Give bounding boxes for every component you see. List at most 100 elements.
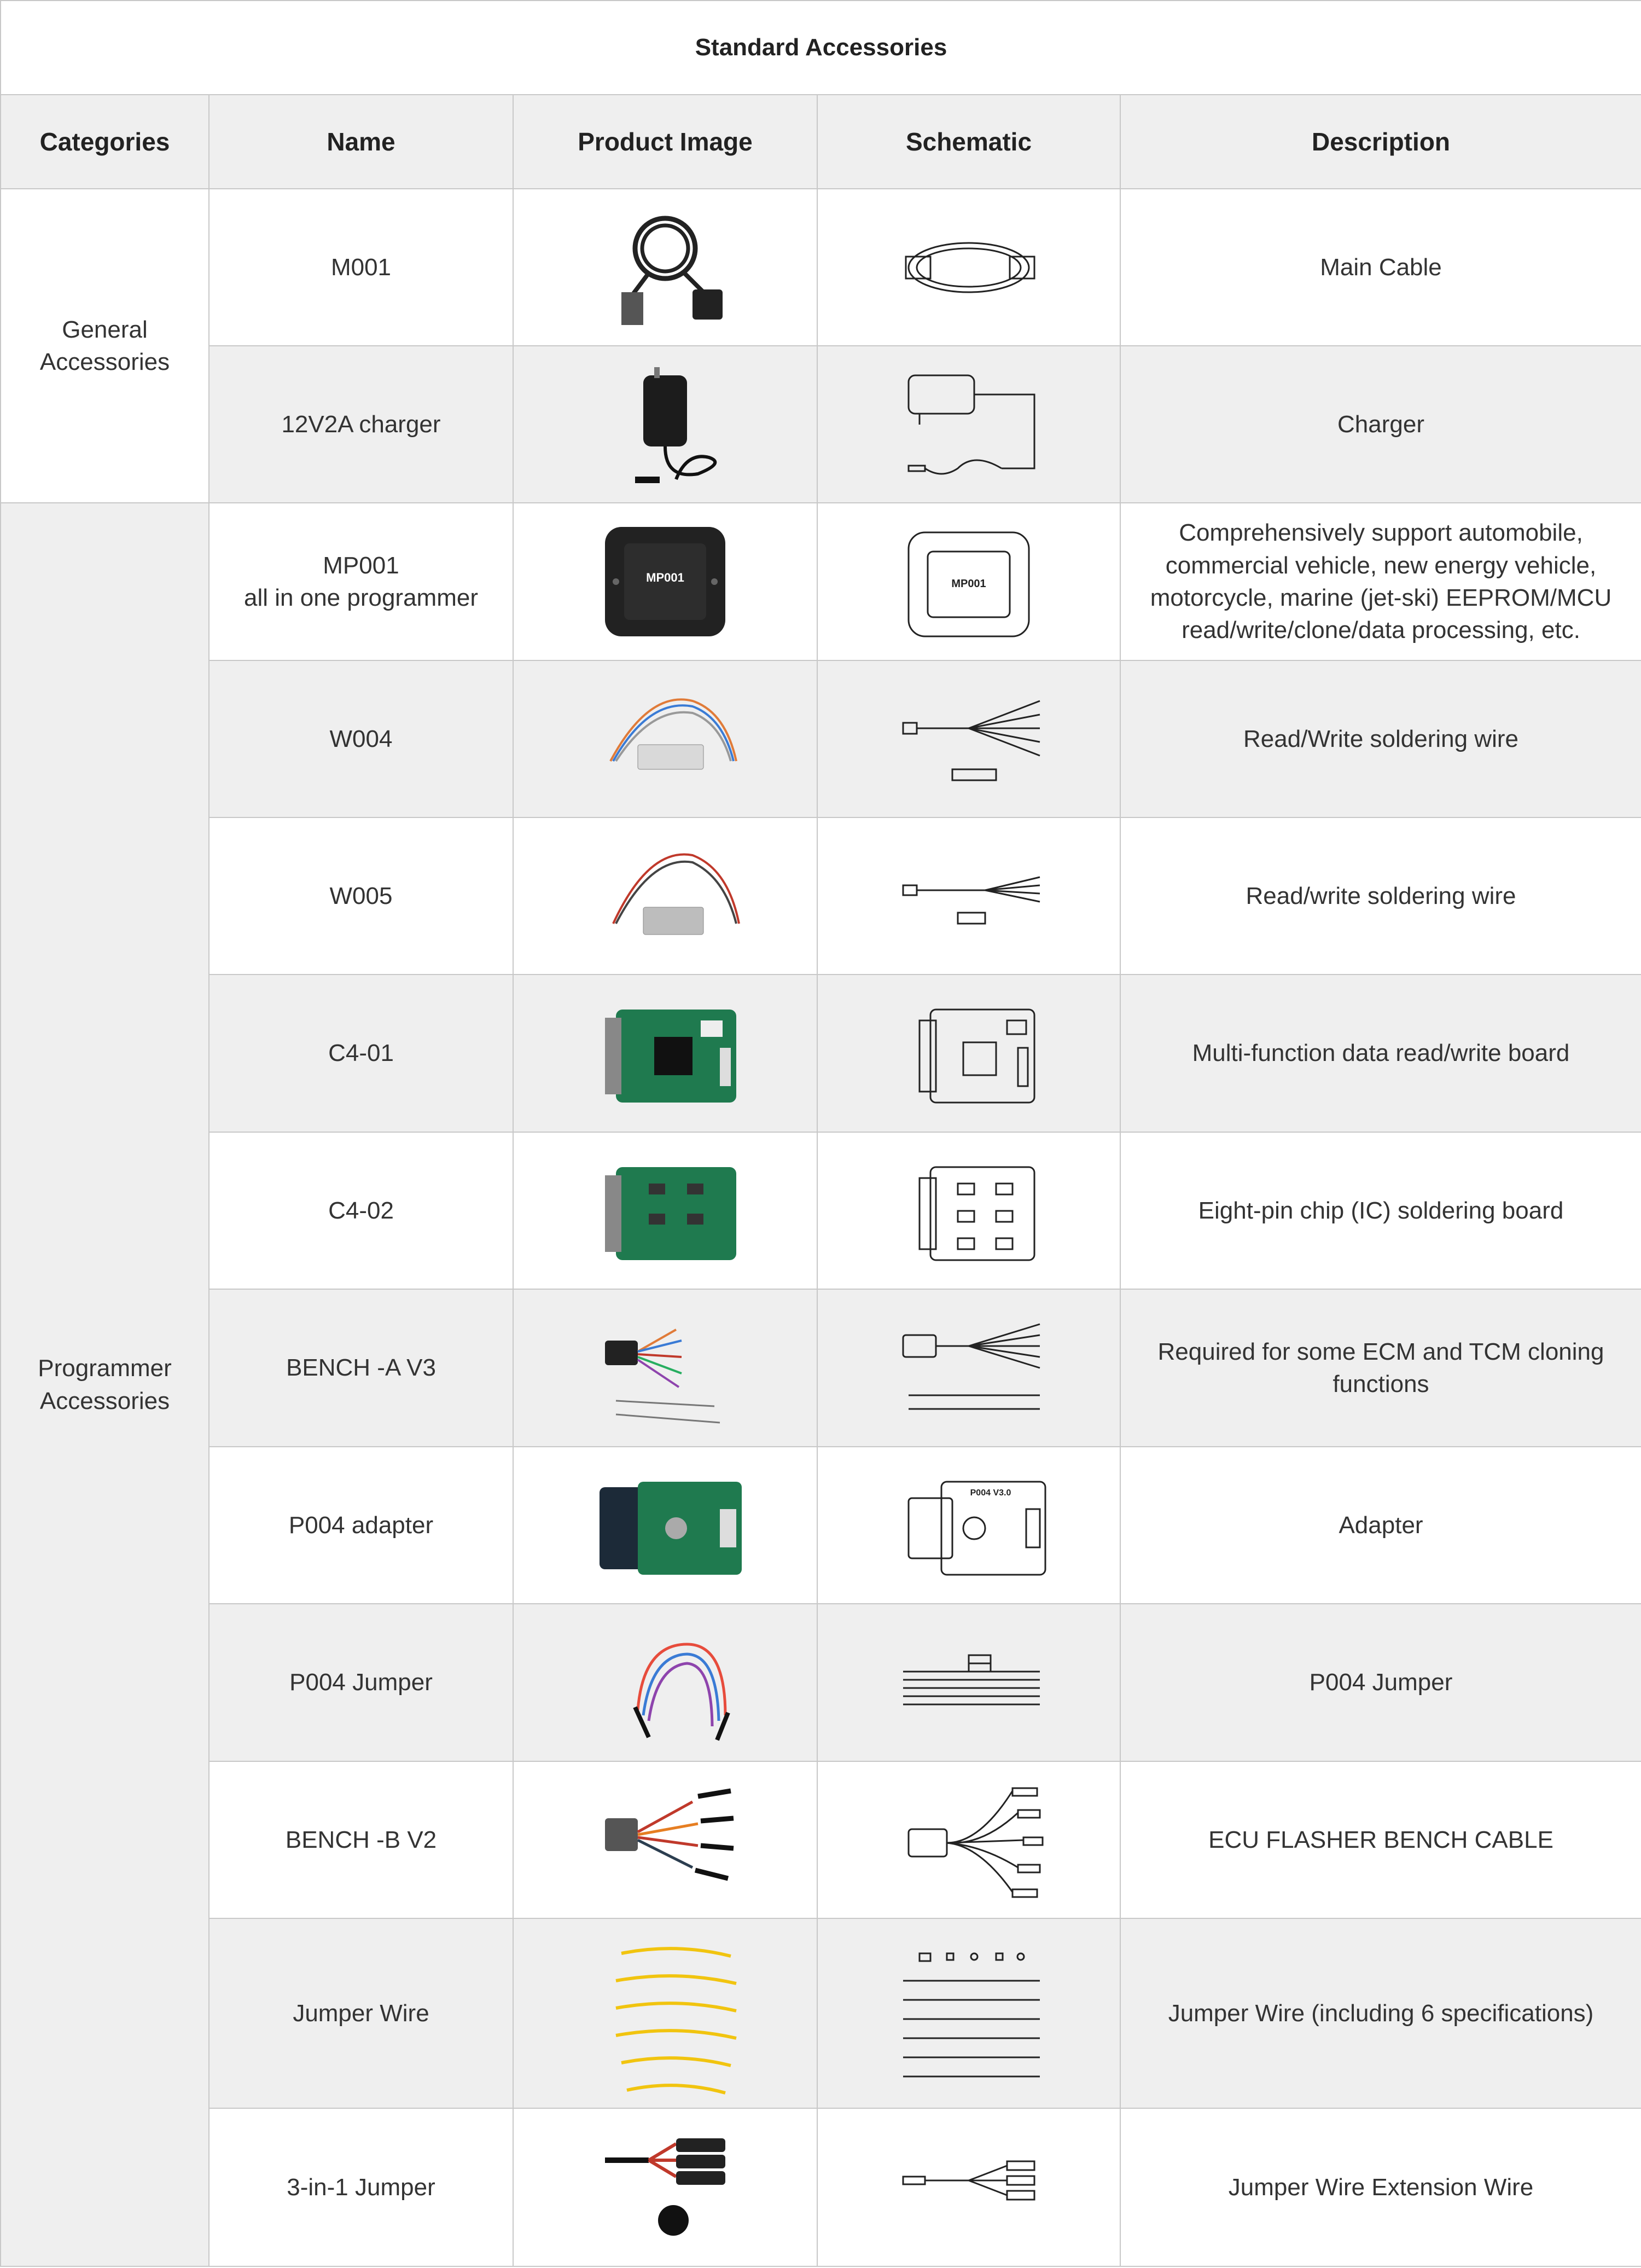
item-name: BENCH -A V3	[208, 1289, 514, 1447]
w004-wire-schematic-icon	[902, 700, 1040, 781]
table-row: W005 Read/write soldering wire	[1, 817, 1641, 975]
w004-wire-photo-icon	[609, 698, 737, 769]
item-name: 12V2A charger	[208, 345, 514, 503]
w005-wire-photo-icon	[612, 853, 740, 935]
item-name: MP001 all in one programmer	[208, 502, 514, 661]
item-name: P004 adapter	[208, 1446, 514, 1604]
header-schematic: Schematic	[817, 94, 1121, 189]
item-description: P004 Jumper	[1119, 1603, 1641, 1762]
programmer-schematic-icon: MP001	[907, 531, 1030, 637]
category-programmer: Programmer Accessories	[0, 502, 210, 2267]
table-title: Standard Accessories	[0, 0, 1641, 95]
item-name: C4-01	[208, 974, 514, 1133]
jumper-wire-schematic-icon	[903, 1952, 1040, 2077]
3in1-jumper-photo-icon	[605, 2138, 725, 2236]
p004-adapter-schematic-icon: P004 V3.0	[907, 1481, 1046, 1575]
p004-adapter-photo-icon	[600, 1481, 742, 1575]
item-name: BENCH -B V2	[208, 1761, 514, 1919]
schematic-cell	[817, 660, 1121, 818]
table-row: P004 adapter P004 V3.0 Adapter	[1, 1446, 1641, 1604]
category-general: General Accessories	[0, 188, 210, 503]
schematic-cell	[817, 1289, 1121, 1447]
item-description: Charger	[1119, 345, 1641, 503]
table-row: C4-01 Multi-function data read/write boar…	[1, 974, 1641, 1133]
product-image-cell: MP001	[513, 502, 818, 661]
table-row: P004 Jumper P004 Jumper	[1, 1603, 1641, 1762]
bench-b-cable-schematic-icon	[907, 1787, 1044, 1898]
item-name: W005	[208, 817, 514, 975]
item-description: Multi-function data read/write board	[1119, 974, 1641, 1133]
c4-02-board-photo-icon	[605, 1167, 736, 1260]
item-description: Required for some ECM and TCM cloning fu…	[1119, 1289, 1641, 1447]
c4-02-board-schematic-icon	[918, 1166, 1035, 1261]
product-image-cell	[513, 660, 818, 818]
product-image-cell	[513, 1446, 818, 1604]
jumper-wire-photo-icon	[615, 1946, 737, 2095]
schematic-cell	[817, 1132, 1121, 1290]
main-cable-schematic-icon	[905, 242, 1035, 293]
p004-jumper-photo-icon	[633, 1643, 730, 1741]
item-description: Eight-pin chip (IC) soldering board	[1119, 1132, 1641, 1290]
programmer-photo-icon: MP001	[605, 527, 725, 636]
header-product-image: Product Image	[513, 94, 818, 189]
svg-text:MP001: MP001	[951, 578, 986, 590]
schematic-cell: MP001	[817, 502, 1121, 661]
schematic-cell	[817, 1761, 1121, 1919]
schematic-cell	[817, 974, 1121, 1133]
schematic-cell	[817, 817, 1121, 975]
item-name: P004 Jumper	[208, 1603, 514, 1762]
title-row: Standard Accessories	[0, 0, 1641, 95]
product-image-cell	[513, 1289, 818, 1447]
schematic-cell	[817, 2108, 1121, 2267]
item-description: ECU FLASHER BENCH CABLE	[1119, 1761, 1641, 1919]
schematic-cell: P004 V3.0	[817, 1446, 1121, 1604]
table-row: W004 Read/Write soldering wire	[1, 660, 1641, 818]
table-row: 3-in-1 Jumper Jumper Wire Extension Wire	[1, 2108, 1641, 2267]
item-description: Main Cable	[1119, 188, 1641, 346]
table-row: BENCH -B V2 ECU FLASHER BENCH CABLE	[1, 1761, 1641, 1919]
header-categories: Categories	[0, 94, 210, 189]
3in1-jumper-schematic-icon	[902, 2160, 1035, 2200]
product-image-cell	[513, 817, 818, 975]
product-image-cell	[513, 1132, 818, 1290]
item-description: Jumper Wire (including 6 specifications)	[1119, 1918, 1641, 2109]
c4-01-board-photo-icon	[605, 1010, 736, 1103]
item-description: Comprehensively support automobile, comm…	[1119, 502, 1641, 661]
p004-jumper-schematic-icon	[903, 1654, 1040, 1706]
svg-text:P004 V3.0: P004 V3.0	[970, 1488, 1011, 1498]
item-name: C4-02	[208, 1132, 514, 1290]
charger-photo-icon	[635, 367, 717, 483]
header-description: Description	[1119, 94, 1641, 189]
product-image-cell	[513, 1603, 818, 1762]
c4-01-board-schematic-icon	[918, 1008, 1035, 1104]
item-description: Jumper Wire Extension Wire	[1119, 2108, 1641, 2267]
item-name: Jumper Wire	[208, 1918, 514, 2109]
header-name: Name	[208, 94, 514, 189]
item-description: Read/Write soldering wire	[1119, 660, 1641, 818]
table-row: BENCH -A V3 Required for some ECM and TCM…	[1, 1289, 1641, 1447]
product-image-cell	[513, 345, 818, 503]
bench-a-cable-photo-icon	[605, 1329, 720, 1424]
item-description: Adapter	[1119, 1446, 1641, 1604]
bench-a-cable-schematic-icon	[902, 1323, 1040, 1410]
table-row: C4-02 Eight-pin chip (IC) soldering board	[1, 1132, 1641, 1290]
product-image-cell	[513, 2108, 818, 2267]
item-name: M001	[208, 188, 514, 346]
item-name: 3-in-1 Jumper	[208, 2108, 514, 2267]
item-description: Read/write soldering wire	[1119, 817, 1641, 975]
schematic-cell	[817, 188, 1121, 346]
charger-schematic-icon	[907, 374, 1035, 474]
table-row: Jumper Wire Jumper Wire (including 6 spec…	[1, 1918, 1641, 2109]
svg-text:MP001: MP001	[646, 571, 684, 584]
header-row: Categories Name Product Image Schematic …	[0, 94, 1641, 189]
item-name: W004	[208, 660, 514, 818]
product-image-cell	[513, 974, 818, 1133]
bench-b-cable-photo-icon	[605, 1788, 734, 1881]
schematic-cell	[817, 345, 1121, 503]
product-image-cell	[513, 188, 818, 346]
product-image-cell	[513, 1761, 818, 1919]
main-cable-photo-icon	[621, 216, 723, 325]
